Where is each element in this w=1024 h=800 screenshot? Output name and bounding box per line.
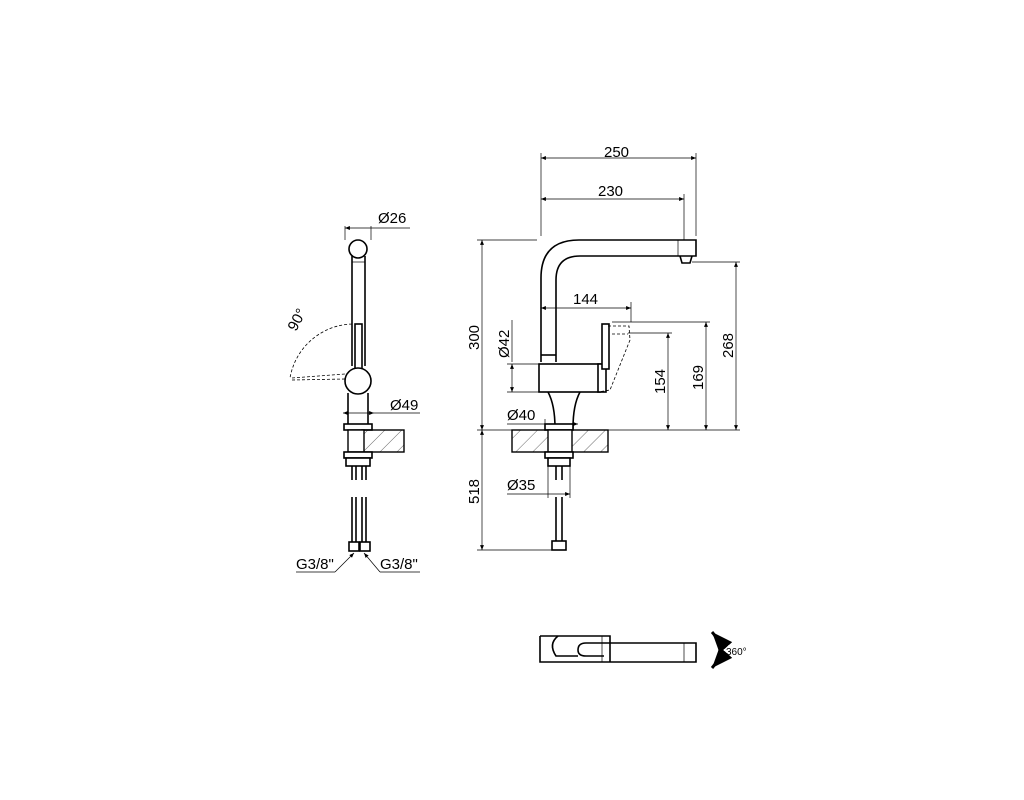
front-dim-total-reach: 250 — [604, 144, 629, 161]
front-view: 250 230 144 300 518 Ø42 Ø40 Ø35 — [466, 144, 740, 551]
front-dia-hole: Ø35 — [507, 477, 535, 494]
front-dia-body: Ø42 — [496, 330, 513, 358]
front-dim-lever-height: 169 — [690, 365, 707, 390]
side-body — [344, 367, 372, 395]
front-dim-total-height: 300 — [466, 325, 483, 350]
front-dim-spout-height: 268 — [720, 333, 737, 358]
front-body — [538, 363, 601, 393]
side-lever-arc — [289, 323, 353, 379]
front-dim-lever-reach: 144 — [573, 291, 598, 308]
top-rotation-label: 360° — [726, 647, 747, 658]
front-dim-spout-reach: 230 — [598, 183, 623, 200]
top-spout — [539, 636, 697, 663]
side-countertop — [361, 429, 405, 453]
front-dim-under-sink: 518 — [466, 479, 483, 504]
front-spout — [540, 239, 697, 362]
side-view: Ø26 90° Ø49 — [285, 210, 420, 573]
side-dia-base-label: Ø49 — [390, 397, 418, 414]
rotation-arrow-icon — [710, 631, 733, 669]
front-dia-base: Ø40 — [507, 407, 535, 424]
side-thread-right-label: G3/8" — [380, 556, 418, 573]
side-thread-left-label: G3/8" — [296, 556, 334, 573]
side-angle-label: 90° — [285, 306, 311, 334]
side-dia-spout-label: Ø26 — [378, 210, 406, 227]
top-view: 360° — [539, 631, 747, 669]
side-spout-head — [348, 239, 368, 259]
front-dim-body-height: 154 — [652, 369, 669, 394]
